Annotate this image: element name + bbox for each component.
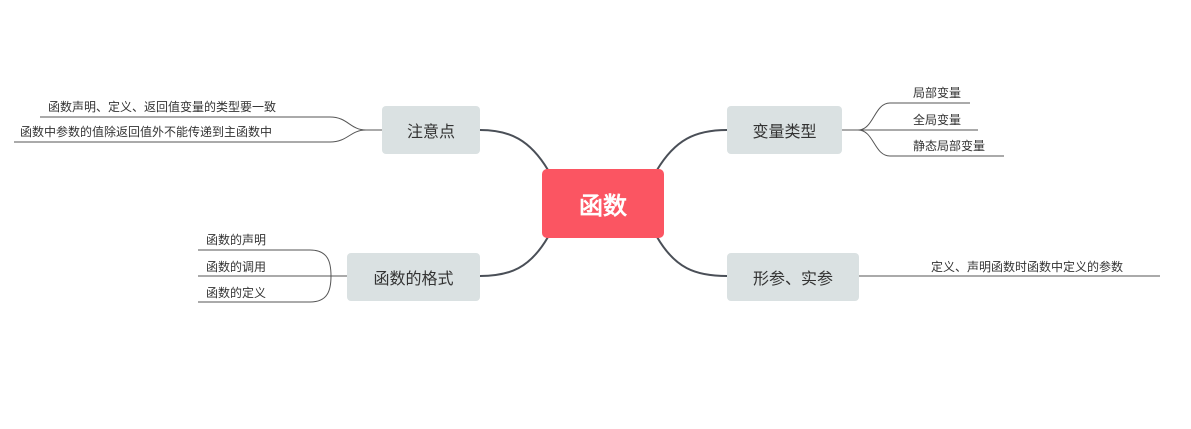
connector-center-to-xingcan [656, 236, 728, 277]
branch-label: 变量类型 [752, 122, 817, 141]
leaf-line-geshi-2 [198, 275, 332, 303]
branch-bianliangleixing[interactable]: 变量类型 [727, 106, 842, 154]
leaf-topic[interactable]: 定义、声明函数时函数中定义的参数 [931, 260, 1124, 274]
connector-center-to-bianliangleixing [656, 129, 728, 171]
leaf-topic[interactable]: 函数的声明 [206, 233, 267, 247]
branch-hanshugeshi[interactable]: 函数的格式 [347, 253, 480, 301]
leaf-topic[interactable]: 函数中参数的值除返回值外不能传递到主函数中 [20, 125, 273, 139]
connector-center-to-hanshugeshi [479, 236, 549, 277]
leaf-topic[interactable]: 静态局部变量 [913, 139, 986, 153]
central-topic[interactable]: 函数 [542, 169, 664, 238]
leaf-topic[interactable]: 函数的定义 [206, 286, 267, 300]
leaf-line-bianliang-2 [857, 129, 1004, 157]
leaf-topic[interactable]: 局部变量 [913, 86, 962, 100]
central-topic-label: 函数 [579, 192, 627, 220]
leaf-topic[interactable]: 函数的调用 [206, 260, 267, 274]
branch-zhuyidian[interactable]: 注意点 [382, 106, 480, 154]
branch-label: 函数的格式 [373, 269, 454, 288]
leaf-line-zhuyidian-1 [14, 129, 367, 143]
branch-xingcan[interactable]: 形参、实参 [727, 253, 859, 301]
leaf-topic[interactable]: 全局变量 [913, 113, 962, 127]
branch-label: 注意点 [406, 122, 455, 141]
leaf-topic[interactable]: 函数声明、定义、返回值变量的类型要一致 [48, 100, 277, 114]
branch-label: 形参、实参 [752, 269, 833, 288]
connector-center-to-zhuyidian [479, 129, 549, 171]
